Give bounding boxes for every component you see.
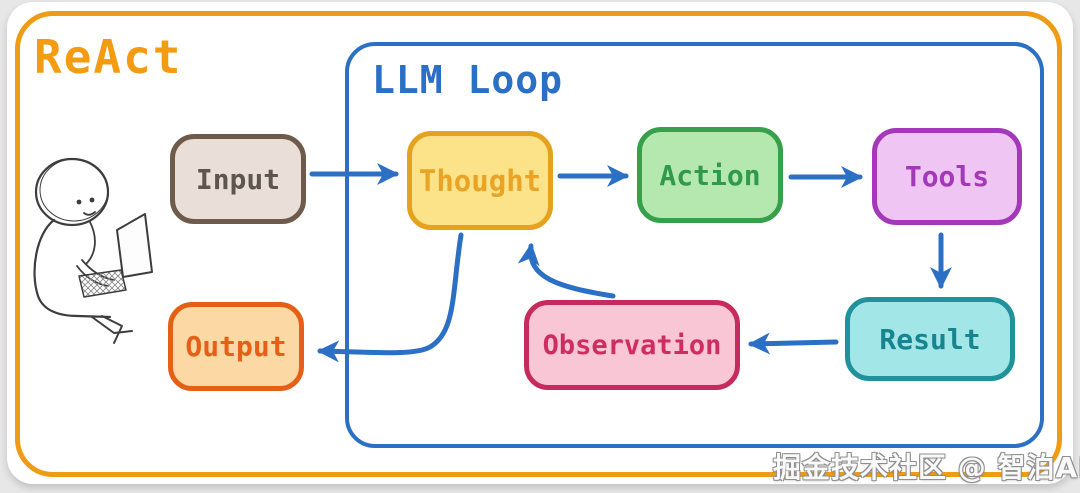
node-output-label: Output — [185, 330, 287, 363]
page-title: ReAct — [34, 30, 183, 84]
node-tools: Tools — [872, 128, 1022, 225]
person-with-laptop-icon — [33, 157, 153, 344]
node-thought-label: Thought — [418, 163, 542, 198]
diagram-card — [7, 2, 1073, 484]
watermark: 掘金技术社区 @ 智泊AI — [773, 451, 1080, 484]
node-result-label: Result — [879, 322, 981, 356]
node-action-label: Action — [659, 158, 761, 192]
node-input: Input — [170, 134, 306, 224]
node-output: Output — [168, 302, 304, 391]
node-tools-label: Tools — [904, 160, 990, 193]
node-input-label: Input — [195, 162, 281, 196]
node-action: Action — [637, 127, 783, 223]
react-outer-frame — [15, 11, 1062, 477]
node-observation: Observation — [524, 300, 740, 390]
node-observation-label: Observation — [542, 329, 722, 361]
llm-loop-title: LLM Loop — [372, 58, 564, 102]
node-result: Result — [845, 297, 1015, 381]
node-thought: Thought — [407, 131, 553, 230]
